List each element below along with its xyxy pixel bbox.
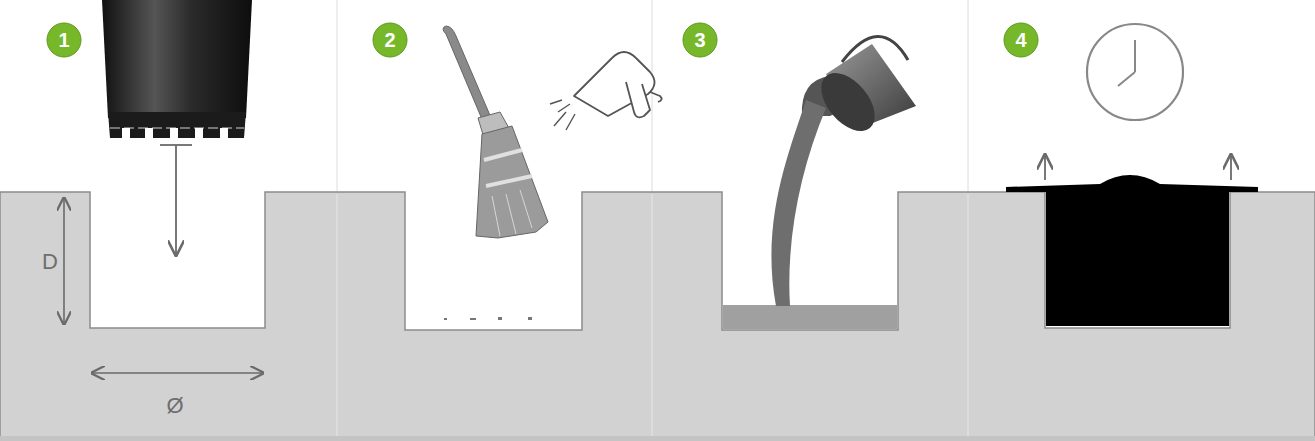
step-badge: 3 — [682, 22, 718, 58]
slab-edge — [0, 436, 1315, 441]
poured-compound — [723, 305, 897, 329]
depth-dimension — [63, 198, 65, 324]
diameter-dimension — [92, 372, 263, 374]
callout-number: 4 — [1015, 30, 1026, 50]
callout-number: 1 — [58, 30, 69, 50]
panel-divider — [337, 194, 968, 441]
callout-number: 3 — [694, 30, 705, 50]
air-blower — [550, 52, 662, 130]
pouring-bucket — [771, 36, 916, 306]
clock — [1087, 24, 1183, 120]
debris — [444, 317, 532, 320]
core-drill-bit — [102, 0, 252, 139]
broom — [443, 26, 548, 238]
cured-compound — [1006, 175, 1258, 326]
drill-direction-arrow — [160, 145, 192, 255]
expansion-arrow — [1045, 155, 1231, 180]
step-badge: 2 — [372, 22, 408, 58]
step-badge: 4 — [1003, 22, 1039, 58]
step-badge: 1 — [46, 22, 82, 58]
callout-number: 2 — [384, 30, 395, 50]
dimension-label: Ø — [166, 395, 183, 417]
dimension-label: D — [42, 251, 58, 273]
